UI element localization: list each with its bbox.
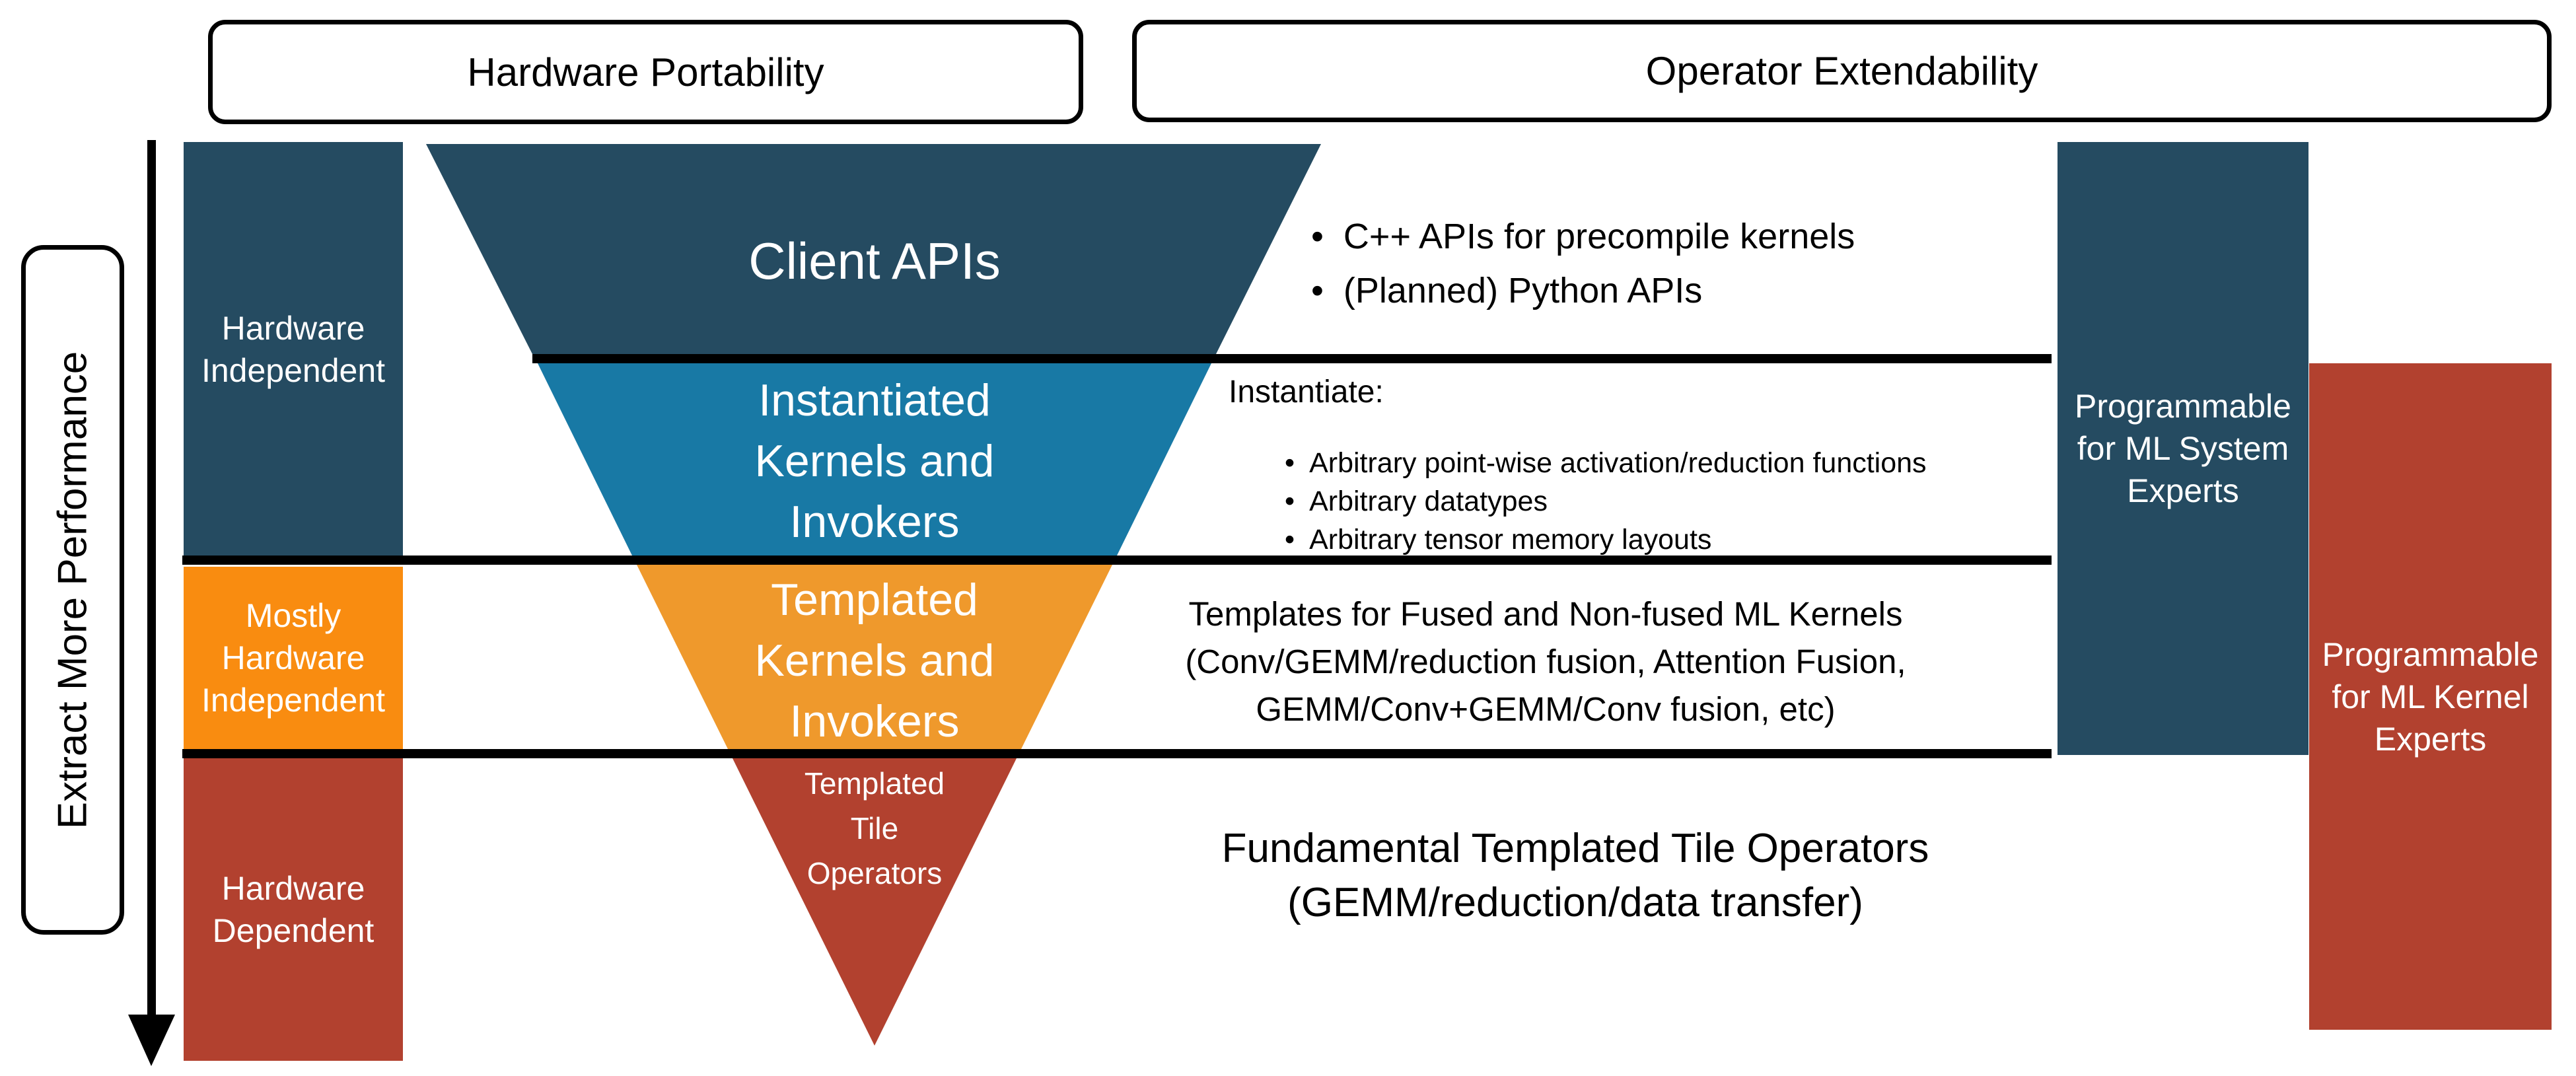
mostly-hardware-independent-box: Mostly Hardware Independent: [184, 567, 403, 749]
mostly-hardware-independent-line: Mostly: [245, 597, 341, 634]
hardware-dependent-box: Hardware Dependent: [184, 758, 403, 1061]
hardware-dependent-line: Dependent: [212, 912, 375, 949]
hardware-portability-box: Hardware Portability: [208, 20, 1083, 124]
funnel-label-line: Invokers: [789, 696, 960, 746]
client-api-bullet-list: C++ APIs for precompile kernels (Planned…: [1311, 209, 1855, 318]
separator-line-1: [532, 354, 2052, 363]
client-api-bullet-text: C++ APIs for precompile kernels: [1343, 217, 1855, 256]
funnel-label-client-apis: Client APIs: [544, 231, 1205, 291]
operator-extendability-label: Operator Extendability: [1645, 49, 2038, 93]
hardware-independent-line: Independent: [201, 352, 386, 389]
instantiate-bullet-text: Arbitrary datatypes: [1309, 485, 1548, 517]
funnel-label-line: Instantiated: [758, 375, 991, 425]
fundamental-note: Fundamental Templated Tile Operators (GE…: [1163, 822, 1988, 930]
performance-arrow-head: [128, 1015, 175, 1066]
funnel-layer-templated-shape: [637, 565, 1112, 749]
ml-kernel-experts-line: for ML Kernel: [2332, 678, 2529, 715]
funnel-label-line: Operators: [806, 856, 943, 890]
templates-note-line: GEMM/Conv+GEMM/Conv fusion, etc): [1256, 690, 1836, 728]
funnel-layer-instantiated-shape: [538, 363, 1211, 556]
instantiate-heading: Instantiate:: [1229, 375, 1384, 410]
ml-system-experts-box: Programmable for ML System Experts: [2057, 142, 2308, 755]
funnel-label-templated: Templated Kernels and Invokers: [544, 569, 1205, 752]
ml-system-experts-line: Programmable: [2075, 388, 2291, 425]
instantiate-bullet-list: Arbitrary point-wise activation/reductio…: [1285, 444, 1927, 559]
ml-kernel-experts-line: Experts: [2374, 720, 2487, 758]
funnel-layer-tile-operators-shape: [733, 758, 1017, 1046]
funnel-label-line: Tile: [850, 811, 899, 845]
funnel-label-line: Templated: [771, 575, 978, 625]
ml-system-experts-line: for ML System: [2077, 430, 2289, 467]
extract-more-performance-box: Extract More Performance: [21, 245, 124, 935]
separator-line-3: [182, 749, 2052, 758]
instantiate-bullet: Arbitrary datatypes: [1285, 482, 1927, 520]
hardware-portability-label: Hardware Portability: [467, 50, 824, 94]
instantiate-bullet: Arbitrary tensor memory layouts: [1285, 520, 1927, 559]
client-api-bullet: (Planned) Python APIs: [1311, 264, 1855, 318]
templates-note-line: (Conv/GEMM/reduction fusion, Attention F…: [1185, 643, 1906, 680]
operator-extendability-box: Operator Extendability: [1132, 20, 2552, 122]
hardware-independent-line: Hardware: [221, 310, 365, 347]
funnel-layer-client-apis-shape: [426, 144, 1321, 354]
funnel-label-line: Kernels and: [754, 436, 995, 486]
hardware-dependent-line: Hardware: [221, 870, 365, 907]
extract-more-performance-label: Extract More Performance: [50, 351, 96, 829]
mostly-hardware-independent-line: Independent: [201, 682, 386, 719]
funnel-label-line: Kernels and: [754, 635, 995, 686]
instantiate-bullet: Arbitrary point-wise activation/reductio…: [1285, 444, 1927, 482]
templates-note: Templates for Fused and Non-fused ML Ker…: [1149, 591, 1942, 733]
funnel-label-line: Client APIs: [748, 232, 1001, 290]
client-api-bullet: C++ APIs for precompile kernels: [1311, 209, 1855, 264]
instantiate-bullet-text: Arbitrary tensor memory layouts: [1309, 524, 1712, 556]
ml-kernel-experts-line: Programmable: [2322, 635, 2539, 673]
funnel-label-instantiated: Instantiated Kernels and Invokers: [544, 370, 1205, 552]
client-api-bullet-text: (Planned) Python APIs: [1343, 271, 1703, 310]
ml-kernel-experts-box: Programmable for ML Kernel Experts: [2309, 363, 2552, 1030]
performance-arrow-line: [147, 140, 156, 1019]
funnel-label-tile-operators: Templated Tile Operators: [544, 761, 1205, 896]
instantiate-bullet-text: Arbitrary point-wise activation/reductio…: [1309, 447, 1927, 479]
hardware-independent-box: Hardware Independent: [184, 142, 403, 557]
templates-note-line: Templates for Fused and Non-fused ML Ker…: [1188, 595, 1903, 633]
funnel-label-line: Templated: [804, 766, 945, 801]
mostly-hardware-independent-line: Hardware: [221, 639, 365, 676]
ml-system-experts-line: Experts: [2127, 472, 2239, 509]
fundamental-note-line: (GEMM/reduction/data transfer): [1287, 880, 1863, 925]
fundamental-note-line: Fundamental Templated Tile Operators: [1221, 826, 1929, 871]
funnel-label-line: Invokers: [789, 497, 960, 547]
